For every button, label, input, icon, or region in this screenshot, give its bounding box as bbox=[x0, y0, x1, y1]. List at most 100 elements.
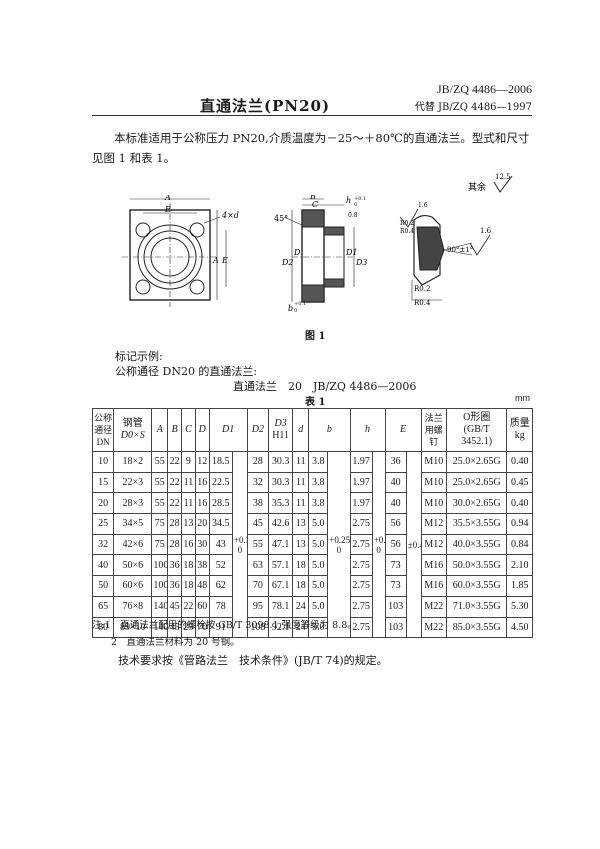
table-cell: 30.3 bbox=[267, 471, 294, 494]
table-cell: 80 bbox=[91, 616, 115, 639]
table-cell: 2.75 bbox=[349, 513, 373, 535]
table-cell: 12 bbox=[194, 451, 210, 473]
table-cell: 16 bbox=[194, 471, 210, 494]
label-B: B bbox=[309, 195, 316, 201]
table-cell: 2.10 bbox=[506, 554, 533, 577]
table-cell: 11 bbox=[292, 492, 310, 515]
table-cell: 2.75 bbox=[349, 554, 373, 577]
standard-number: JB/ZQ 4486—2006 bbox=[436, 82, 532, 96]
table-cell: 25.0×2.65G bbox=[445, 451, 508, 473]
table-cell: 55 bbox=[151, 451, 169, 473]
table-cell: 55 bbox=[151, 471, 169, 494]
table-cell: 0.45 bbox=[506, 471, 533, 494]
table-cell: 45 bbox=[246, 513, 269, 535]
table-cell: 11 bbox=[292, 471, 310, 494]
table-cell: 73 bbox=[384, 554, 407, 577]
header-b: b bbox=[308, 408, 351, 452]
table-cell: 11 bbox=[181, 471, 196, 494]
header-D2: D2 bbox=[246, 408, 269, 452]
header-pipe: 钢管 D0×S bbox=[113, 408, 153, 452]
header-bolt: 法兰用螺钉 bbox=[420, 408, 448, 452]
label-E-side: E bbox=[221, 256, 228, 265]
table-cell: 18×2 bbox=[113, 451, 153, 473]
table-cell: 140 bbox=[151, 616, 169, 639]
table-caption: 表 1 bbox=[305, 397, 326, 408]
table-cell: 5.0 bbox=[308, 533, 329, 556]
table-cell: 16 bbox=[194, 492, 210, 515]
figure-caption: 图 1 bbox=[305, 331, 326, 342]
tolerance-h: +0.10 bbox=[371, 450, 386, 639]
table-cell: 5.30 bbox=[506, 595, 533, 618]
table-cell: 15 bbox=[91, 471, 115, 494]
table-cell: 70 bbox=[246, 575, 269, 597]
label-D: D bbox=[293, 248, 301, 257]
table-cell: 76×8 bbox=[113, 595, 153, 618]
table-cell: 2.75 bbox=[349, 595, 373, 618]
table-cell: 62 bbox=[208, 575, 233, 597]
label-r04-a: R0.4 bbox=[400, 228, 414, 235]
header-oring: O形圈 (GB/T 3452.1) bbox=[445, 408, 508, 452]
tolerance-b-line: +0.25 bbox=[329, 534, 351, 545]
marking-code: 直通法兰 20 JB/ZQ 4486—2006 bbox=[233, 380, 417, 393]
header-D1: D1 bbox=[208, 408, 248, 452]
table-cell: 103 bbox=[384, 595, 407, 618]
table-cell: M10 bbox=[420, 471, 448, 494]
table-cell: 50.0×3.55G bbox=[445, 554, 508, 577]
header-mass-b: kg bbox=[514, 430, 525, 441]
table-cell: 38 bbox=[246, 492, 269, 515]
header-pipe-a: 钢管 bbox=[122, 418, 143, 429]
table-cell: 11 bbox=[292, 451, 310, 473]
table-cell: 11 bbox=[181, 492, 196, 515]
label-angle90: 90°±1° bbox=[447, 246, 473, 254]
table-cell: 48 bbox=[194, 575, 210, 597]
flange-drawing: A E 4×d A E B C h +0.1 0 0.8 45° D2 D D1… bbox=[122, 195, 492, 314]
table-cell: 65 bbox=[91, 595, 115, 618]
table-cell: 32 bbox=[246, 471, 269, 494]
table-cell: 35.5×3.55G bbox=[445, 513, 508, 535]
table-cell: 5.0 bbox=[308, 595, 329, 618]
table-cell: M10 bbox=[420, 492, 448, 515]
table-notes: 注:1 直通法兰配用的螺栓按 GB/T 3098.1,强度等级为 8.8。 2 … bbox=[92, 617, 357, 651]
table-cell: 1.85 bbox=[506, 575, 533, 597]
table-cell: 57.1 bbox=[267, 554, 294, 577]
tolerance-d1-line: +0.3 bbox=[233, 534, 246, 545]
header-D: D bbox=[194, 408, 210, 452]
table-cell: 0.84 bbox=[506, 533, 533, 556]
label-ra16b: 1.6 bbox=[480, 227, 492, 235]
label-D1: D1 bbox=[345, 248, 358, 257]
table-cell: 2.75 bbox=[349, 575, 373, 597]
table-cell: 25 bbox=[91, 513, 115, 535]
table-cell: 10 bbox=[91, 451, 115, 473]
tolerance-d1: +0.30 bbox=[231, 450, 248, 639]
label-ra16: 1.6 bbox=[418, 202, 428, 209]
table-cell: 16 bbox=[181, 533, 196, 556]
label-D3: D3 bbox=[355, 258, 368, 267]
table-cell: 38 bbox=[194, 554, 210, 577]
table-cell: 63 bbox=[246, 554, 269, 577]
table-cell: 18 bbox=[181, 575, 196, 597]
table-cell: 30.0×2.65G bbox=[445, 492, 508, 515]
table-cell: 28 bbox=[167, 533, 183, 556]
table-cell: 18 bbox=[181, 554, 196, 577]
table-cell: 22 bbox=[167, 451, 183, 473]
table-cell: 32 bbox=[91, 533, 115, 556]
label-b-tol: +0.1 bbox=[294, 301, 306, 307]
header-oring-a: O形圈 bbox=[463, 412, 491, 423]
label-D2: D2 bbox=[281, 258, 294, 267]
table-cell: 71.0×3.55G bbox=[445, 595, 508, 618]
table-row: 1018×2552291218.5+0.302830.3113.8+0.2501… bbox=[91, 450, 533, 639]
table-cell: 13 bbox=[181, 513, 196, 535]
label-b: b bbox=[288, 304, 293, 313]
table-cell: M22 bbox=[420, 595, 448, 618]
table-cell: 25.0×2.65G bbox=[445, 471, 508, 494]
table-cell: 1.97 bbox=[349, 471, 373, 494]
table-cell: M10 bbox=[420, 451, 448, 473]
table-cell: 75 bbox=[151, 513, 169, 535]
table-cell: 50 bbox=[91, 575, 115, 597]
table-cell: 56 bbox=[384, 513, 407, 535]
roughness-value: 12.5 bbox=[495, 173, 511, 181]
